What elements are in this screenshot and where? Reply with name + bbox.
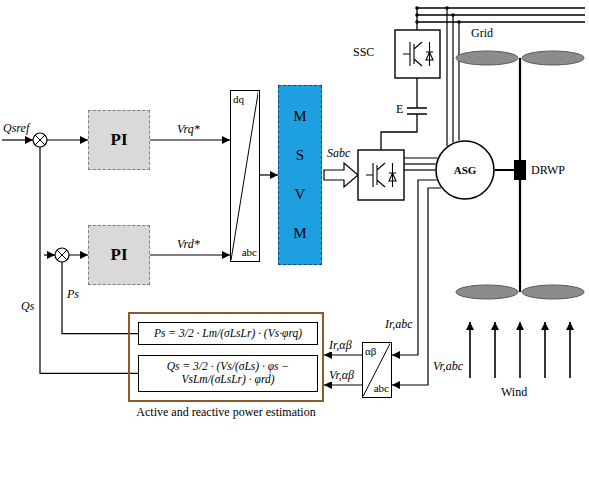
alphabeta-abc-transform: αβ abc [362,342,392,398]
formula-box: Qs = 3/2 · (Vs/(σLs) · φs − VsLm/(σLsLr)… [138,355,318,391]
summing-junctions [33,133,69,262]
signal-label: Vrd* [176,238,201,251]
junction-dot [445,6,449,10]
wind-arrow [469,322,471,378]
signal-connector [260,174,278,175]
stator-side-converter [395,30,440,78]
signal-label: Ps [66,288,80,301]
dq-abc-transform: dq abc [230,90,260,262]
reference-arrow [2,139,33,140]
grid-line [417,7,585,8]
grid-label: Grid [470,27,494,40]
junction-dot [415,20,419,24]
wind-label: Wind [500,386,528,399]
signal-connector [150,139,230,140]
pi-controller: PI [88,110,150,170]
formula-text: Qs = 3/2 · (Vs/(σLs) · φs − VsLm/(σLsLr)… [143,360,313,386]
rotor-side-converter [358,150,404,200]
power-estimation-frame: Ps = 3/2 · Lm/(σLsLr) · (Vs·φrq) Qs = 3/2… [128,312,324,402]
node-label: ASG [454,164,477,177]
signal-connector [150,254,230,255]
dc-link-label: E [395,103,404,116]
grid-line [417,21,585,22]
blade [456,285,518,299]
junction-dot [451,13,455,17]
signal-label: Ir,abc [384,318,414,331]
pi-controller: PI [88,225,150,285]
diode-symbol [389,163,396,187]
junction-dot [457,20,461,24]
stator-wire [452,15,453,143]
dc-link-wire [381,78,427,150]
hub [514,160,526,180]
blade [456,51,518,65]
blade [522,51,584,65]
signal-label: Sabc [326,147,351,160]
formula-text: Ps = 3/2 · Lm/(σLsLr) · (Vs·φrq) [154,327,302,340]
node-label: PI [111,130,128,150]
frame-label: abc [374,382,389,395]
diode-symbol [426,42,433,66]
rotor-wire [404,157,438,158]
stator-wire [446,8,447,146]
signal-label: Vrq* [176,123,201,136]
grid-feed-wire [416,8,417,30]
summing-junction [33,133,47,147]
signal-connector [392,188,441,385]
formula-box: Ps = 3/2 · Lm/(σLsLr) · (Vs·φrq) [138,322,318,345]
igbt-symbol [403,42,422,66]
grid-line [417,14,585,15]
junction-dot [415,13,419,17]
reference-arrow [44,254,55,255]
svm-modulator: MSVM [278,85,322,265]
frame-label: abc [242,246,257,259]
turbine-label: DRWP [530,164,566,177]
blade [522,285,584,299]
frame-label: dq [233,93,244,106]
frame-label: αβ [365,345,376,358]
converter-label: SSC [352,46,375,59]
igbt-symbol [366,163,385,187]
wind-arrow [519,322,521,378]
signal-label: Qs [20,300,35,313]
node-label: MSVM [293,97,308,253]
wind-arrow [569,322,571,378]
wind-arrow [544,322,546,378]
stator-wire [458,22,459,141]
signal-label: Vr,αβ [328,369,355,382]
junction-dot [415,6,419,10]
rotor-wire [404,169,435,170]
illustration [2,6,585,378]
signal-label: Vr,abc [432,360,464,373]
summing-junction [55,248,69,262]
signal-connector [324,354,362,355]
switching-signal-arrow [324,163,358,187]
caption-heading: Active and reactive power estimation [136,406,315,420]
rotor-wire [404,163,436,164]
transform-diagonal [231,91,258,260]
node-label: PI [111,245,128,265]
signal-connector [324,384,362,385]
wind-arrow [494,322,496,378]
signal-label: Ir,αβ [328,339,353,352]
generator-circle: ASG [435,140,495,200]
reference-label: Qsref [2,122,30,135]
